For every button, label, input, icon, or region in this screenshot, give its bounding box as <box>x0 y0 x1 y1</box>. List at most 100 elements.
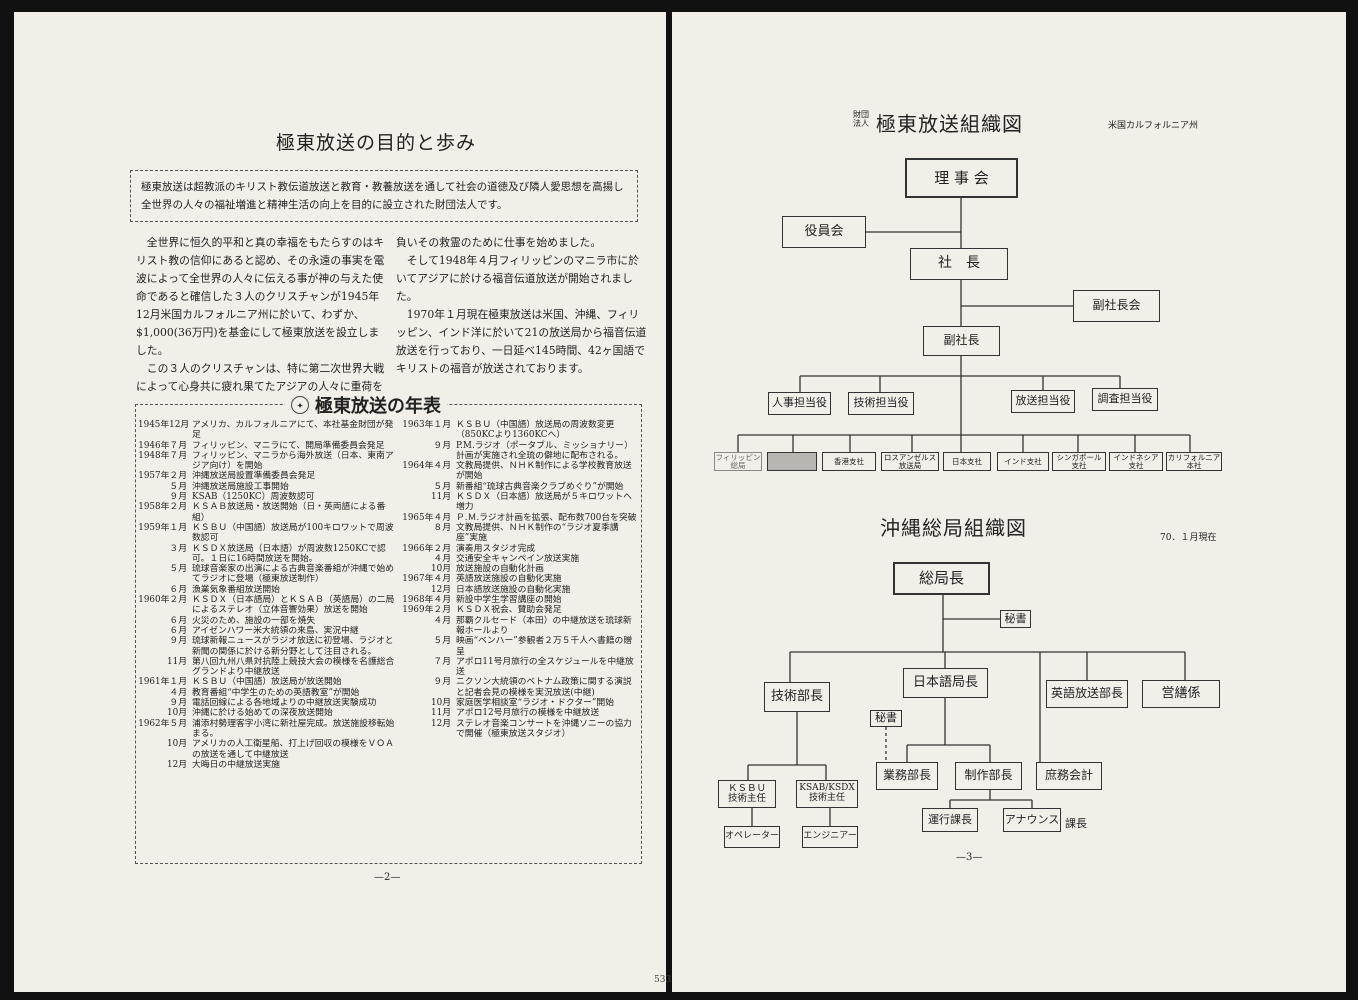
timeline-entry: 10月放送施設の自動化計画 <box>402 564 638 574</box>
timeline-entry: 1959年１月 ＫＳＢＵ（中国語）放送局が100キロワットで周波数認可 <box>138 523 396 544</box>
timeline-entry: ４月教育番組“中学生のための英語教室”が開始 <box>138 688 396 698</box>
timeline-date: ５月 <box>433 636 451 647</box>
paragraph: 負いその救霊のために仕事を始めました。 <box>396 236 602 249</box>
intro-box: 極東放送は超教派のキリスト教伝道放送と教育・教養放送を通して社会の道徳及び隣人愛… <box>130 170 638 222</box>
timeline-date: 12月 <box>431 718 451 729</box>
timeline-event: 放送施設の自動化計画 <box>456 564 544 575</box>
timeline-entry: 11月アポロ12号月旅行の模様を中継放送 <box>402 708 638 718</box>
timeline-event: 沖縄に於ける始めての深夜放送開始 <box>192 708 333 719</box>
paragraph: そして1948年４月フィリッピンのマニラ市に於いてアジアに於ける福音伝道放送が開… <box>396 254 639 303</box>
timeline-entry: ６月アイゼンハワー米大統領の来島、実況中継 <box>138 626 396 636</box>
page-number: —3— <box>956 852 983 863</box>
timeline-event: ＫＳＤＸ祝会、賛助会発足 <box>456 605 562 616</box>
timeline-date: ９月 <box>169 698 187 709</box>
box-operations-chief: 運行課長 <box>922 808 978 832</box>
timeline-date: ６月 <box>169 615 187 626</box>
page-number: —2— <box>374 872 401 883</box>
timeline-date: 1964年４月 <box>402 461 451 472</box>
timeline-event: ＫＳＡＢ放送局・放送開始（日・英両語による番組） <box>192 502 386 523</box>
timeline-event: 沖縄放送局施設工事開始 <box>192 481 289 492</box>
box-ksab-tech: KSAB/KSDX 技術主任 <box>796 780 858 808</box>
body-column-2: 負いその救霊のために仕事を始めました。 そして1948年４月フィリッピンのマニラ… <box>396 234 648 378</box>
timeline-event: 大晦日の中継放送実施 <box>192 759 280 770</box>
timeline-entry: ９月ニクソン大統領のベトナム政策に関する演説と記者会見の模様を実況放送(中継) <box>402 677 638 698</box>
timeline-date: ７月 <box>433 656 451 667</box>
timeline-entry: 12月大晦日の中継放送実施 <box>138 760 396 770</box>
box-president: 社 長 <box>910 248 1008 280</box>
timeline-entry: ４月交通安全キャンペイン放送実施 <box>402 554 638 564</box>
timeline-event: Ｐ.Ｍ.ラジオ計画を拡張、配布数700台を突破 <box>456 512 637 523</box>
timeline-date: 1962年５月 <box>138 718 187 729</box>
box-role: 技術担当役 <box>848 392 914 415</box>
box-tech-director: 技術部長 <box>764 682 830 712</box>
timeline-event: 演奏用スタジオ完成 <box>456 543 536 554</box>
timeline-event: KSAB（1250KC）周波数認可 <box>192 492 315 503</box>
box-branch <box>767 452 817 471</box>
timeline-event: 沖縄放送局設置準備委員会発足 <box>192 471 316 482</box>
timeline-date: 1959年１月 <box>138 522 187 533</box>
box-role: 調査担当役 <box>1092 388 1158 411</box>
timeline-date: 1958年２月 <box>138 502 187 513</box>
timeline-entry: 1967年４月英語放送施設の自動化実施 <box>402 574 638 584</box>
timeline-event: 漁業気象番組放送開始 <box>192 584 280 595</box>
box-branch: インドネシア 支社 <box>1109 452 1163 471</box>
timeline-date: 1968年４月 <box>402 595 451 606</box>
timeline-entry: ６月漁業気象番組放送開始 <box>138 585 396 595</box>
chart2-date: 70．１月現在 <box>1160 533 1217 543</box>
timeline-event: ＫＳＤＸ（日本語局）とＫＳＡＢ（英語局）の二局によるステレオ（立体音響効果）放送… <box>192 595 395 616</box>
box-officers: 役員会 <box>782 216 866 248</box>
timeline-event: ＫＳＢＵ（中国語）放送局が100キロワットで周波数認可 <box>192 522 394 544</box>
timeline-entry: ９月琉球新報ニュースがラジオ放送に初登場、ラジオと新聞の関係に於ける新分野として… <box>138 636 396 657</box>
timeline-event: 浦添村勢理客字小湾に新社屋完成。放送施設移転始まる。 <box>192 718 395 739</box>
box-ksbu-tech: ＫＳＢＵ 技術主任 <box>718 780 776 808</box>
timeline-event: ＫＳＢＵ（中国語）放送局が放送開始 <box>192 677 342 688</box>
box-branch: 香港支社 <box>822 452 876 471</box>
timeline-date: ５月 <box>169 564 187 575</box>
timeline-entry: 1946年７月フィリッピン、マニラにて、開局準備委員会発足 <box>138 441 396 451</box>
timeline-date: 10月 <box>167 739 187 750</box>
box-branch: 日本支社 <box>943 452 991 471</box>
page-title: 極東放送の目的と歩み <box>276 132 477 154</box>
timeline-event: 琉球音楽家の出演による古典音楽番組が沖縄で始めてラジオに登場（極東放送制作） <box>192 564 395 585</box>
timeline-event: フィリッピン、マニラから海外放送（日本、東南アジア向け）を開始 <box>192 450 394 472</box>
box-engineer: エンジニアー <box>802 826 858 848</box>
timeline-date: 1966年２月 <box>402 543 451 554</box>
timeline-event: 火災のため、施設の一部を焼失 <box>192 615 316 626</box>
timeline-entry: 1962年５月浦添村勢理客字小湾に新社屋完成。放送施設移転始まる。 <box>138 719 396 740</box>
timeline-entry: ８月文教局提供、ＮＨＫ制作の“ラジオ夏季講座”実施 <box>402 523 638 544</box>
box-general-manager: 総局長 <box>893 562 990 595</box>
timeline-entry: ９月電話回線による各地域よりの中継放送実験成功 <box>138 698 396 708</box>
timeline-entry: 1965年４月 Ｐ.Ｍ.ラジオ計画を拡張、配布数700台を突破 <box>402 513 638 523</box>
box-role: 放送担当役 <box>1011 390 1075 413</box>
timeline-entry: 10月沖縄に於ける始めての深夜放送開始 <box>138 708 396 718</box>
timeline-date: ４月 <box>433 553 451 564</box>
timeline-event: ＫＳＤＸ放送局（日本語）が周波数1250KCで認可。１日に16時間放送を開始。 <box>192 543 386 564</box>
timeline-entry: 11月第八回九州八県対抗陸上競技大会の模様を名護総合グランドより中継放送 <box>138 657 396 678</box>
timeline-entry: 1968年４月新設中学生学習講座の開始 <box>402 595 638 605</box>
timeline-date: 1946年７月 <box>138 440 187 451</box>
timeline-date: ６月 <box>169 584 187 595</box>
timeline-event: 新設中学生学習講座の開始 <box>456 595 562 606</box>
timeline-date: 10月 <box>431 698 451 709</box>
timeline-entry: 1958年２月 ＫＳＡＢ放送局・放送開始（日・英両語による番組） <box>138 502 396 523</box>
timeline-event: 教育番組“中学生のための英語教室”が開始 <box>192 687 360 698</box>
timeline-entry: ５月映画“ベンハー”参観者２万５千人へ書籍の贈呈 <box>402 636 638 657</box>
timeline-date: ９月 <box>169 636 187 647</box>
timeline-date: 1967年４月 <box>402 574 451 585</box>
timeline-date: 1965年４月 <box>402 512 451 523</box>
paragraph: 1970年１月現在極東放送は米国、沖縄、フィリッピン、インド洋に於いて21の放送… <box>396 308 647 375</box>
timeline-event: 交通安全キャンペイン放送実施 <box>456 553 580 564</box>
timeline-event: ステレオ音楽コンサートを沖縄ソニーの協力で開催（極東放送スタジオ） <box>456 718 632 739</box>
timeline-entry: ５月新番組“琉球古典音楽クラブめぐり”が開始 <box>402 482 638 492</box>
timeline-date: 10月 <box>167 708 187 719</box>
timeline-event: 文教局提供、ＮＨＫ制作による学校教育放送が開始 <box>456 461 632 482</box>
box-branch: カリフォルニア 本社 <box>1166 452 1222 471</box>
timeline-event: ニクソン大統領のベトナム政策に関する演説と記者会見の模様を実況放送(中継) <box>456 677 632 698</box>
left-page <box>14 12 666 992</box>
timeline-entry: 1966年２月演奏用スタジオ完成 <box>402 544 638 554</box>
timeline-event: アイゼンハワー米大統領の来島、実況中継 <box>192 625 359 636</box>
